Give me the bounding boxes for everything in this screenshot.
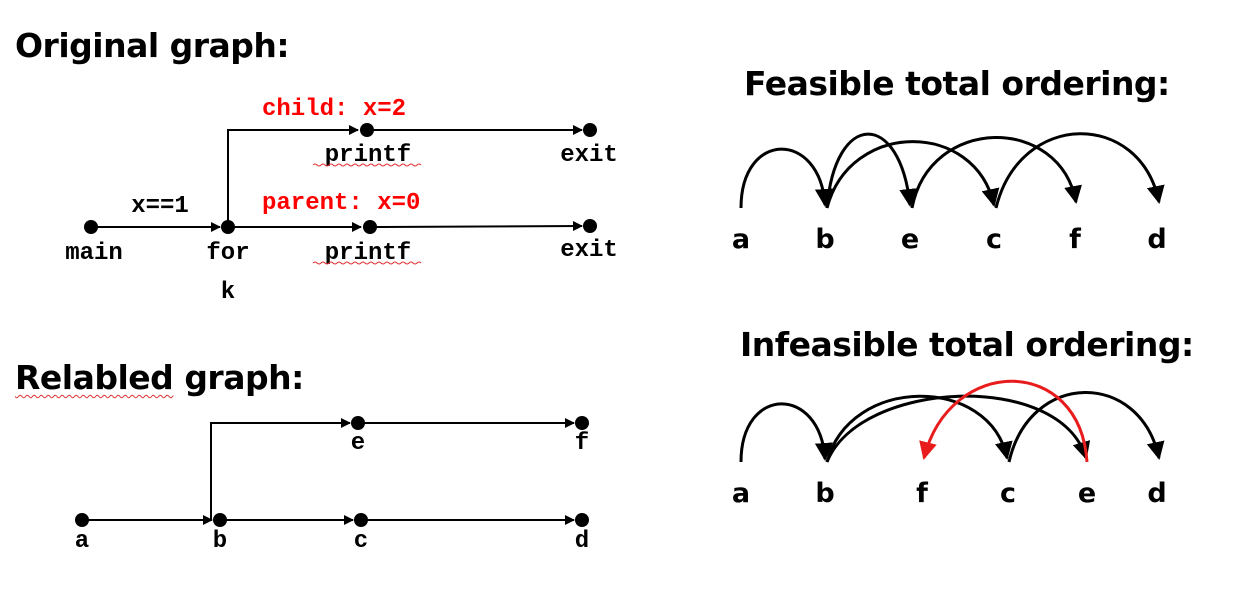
label-b: b xyxy=(213,528,227,555)
label-d: d xyxy=(575,528,589,555)
arc-a-b xyxy=(739,147,833,209)
arc-b-c xyxy=(825,140,1000,209)
node-a xyxy=(75,513,89,527)
label-main: main xyxy=(65,240,123,267)
arc-c-d xyxy=(994,132,1165,209)
label-e: e xyxy=(351,430,365,457)
graph-word: graph: xyxy=(184,358,304,397)
infeasible-node-1: b xyxy=(815,478,834,509)
edge-b-e xyxy=(210,418,351,520)
infeasible-node-0: a xyxy=(732,478,750,509)
feasible-node-4: f xyxy=(1069,224,1081,255)
feasible-order-labels: a b e c f d xyxy=(732,224,1167,255)
node-parent-exit xyxy=(583,219,597,233)
arc-c-d xyxy=(1007,391,1165,463)
node-f xyxy=(575,416,589,430)
node-child-exit xyxy=(583,123,597,137)
feasible-node-3: c xyxy=(986,224,1002,255)
relabeled-graph: a b c d e f xyxy=(75,416,589,555)
arc-e-f-violating xyxy=(919,379,1089,463)
relabeled-graph-title: Relabled graph: xyxy=(15,358,304,397)
infeasible-node-2: f xyxy=(916,478,928,509)
infeasible-ordering-title: Infeasible total ordering: xyxy=(740,325,1194,364)
spellcheck-squiggle xyxy=(312,261,422,265)
node-e xyxy=(351,416,365,430)
node-c xyxy=(354,513,368,527)
node-b xyxy=(213,513,227,527)
infeasible-node-3: c xyxy=(1000,478,1016,509)
arc-b-c xyxy=(825,394,1013,463)
arc-b-e xyxy=(825,132,918,209)
label-fork-2: k xyxy=(221,279,235,306)
feasible-node-5: d xyxy=(1147,224,1166,255)
infeasible-node-5: d xyxy=(1147,478,1166,509)
edge-parent-printf-exit xyxy=(369,221,583,232)
original-graph: x==1 child: x=2 parent: x=0 main for k p… xyxy=(65,96,618,306)
feasible-ordering xyxy=(739,132,1165,209)
node-child-printf xyxy=(360,123,374,137)
label-c: c xyxy=(354,528,368,555)
infeasible-node-4: e xyxy=(1078,478,1096,509)
infeasible-ordering xyxy=(739,379,1165,463)
child-label: child: x=2 xyxy=(262,96,406,123)
label-child-exit: exit xyxy=(560,142,618,169)
label-f: f xyxy=(575,430,589,457)
infeasible-order-labels: a b f c e d xyxy=(732,478,1167,509)
edge-fork-child-printf xyxy=(227,125,359,227)
node-parent-printf xyxy=(363,220,377,234)
original-graph-title: Original graph: xyxy=(15,26,290,65)
relabeled-word: Relabled xyxy=(15,358,174,397)
feasible-node-1: b xyxy=(815,224,834,255)
arc-b-e xyxy=(825,394,1091,463)
node-main xyxy=(84,220,98,234)
feasible-ordering-title: Feasible total ordering: xyxy=(744,64,1170,103)
label-a: a xyxy=(75,528,89,555)
feasible-node-2: e xyxy=(901,224,919,255)
node-fork xyxy=(221,220,235,234)
node-d xyxy=(575,513,589,527)
feasible-node-0: a xyxy=(732,224,750,255)
arc-e-f xyxy=(910,136,1082,209)
label-fork-1: for xyxy=(206,240,249,267)
spellcheck-squiggle xyxy=(312,163,422,167)
parent-label: parent: x=0 xyxy=(262,190,420,217)
label-parent-exit: exit xyxy=(560,237,618,264)
edge-label-x-eq-1: x==1 xyxy=(131,193,189,220)
arc-a-b xyxy=(739,402,833,463)
